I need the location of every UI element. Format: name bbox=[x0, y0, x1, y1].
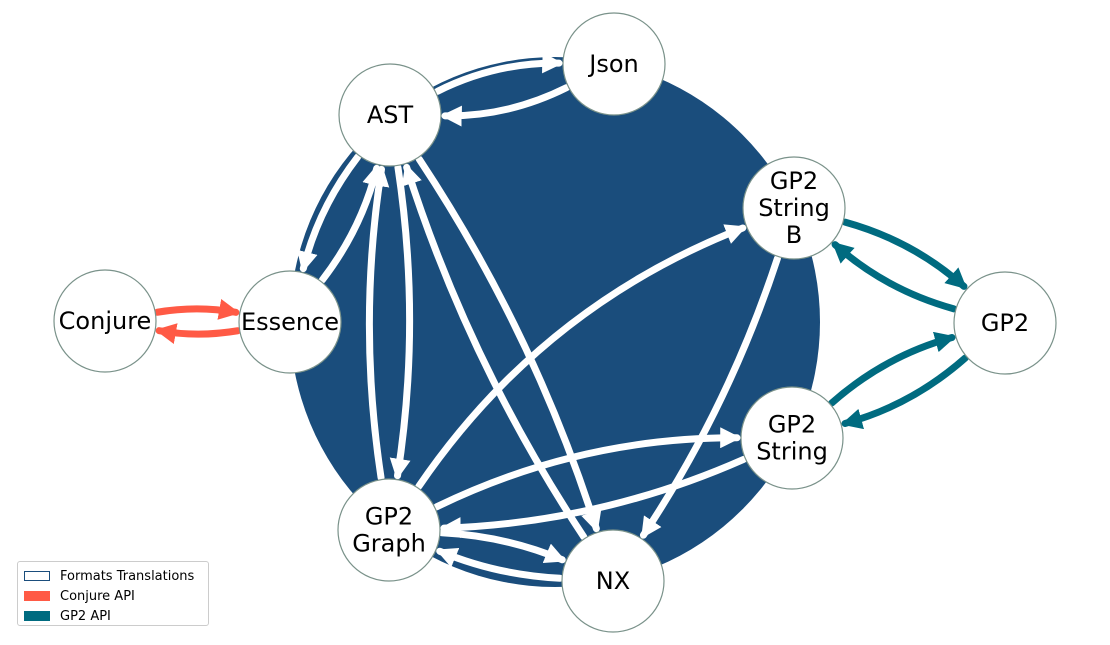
edge-ast-to-json bbox=[433, 52, 564, 95]
edges-layer bbox=[153, 52, 969, 582]
edge-gp2s-to-gp2 bbox=[828, 331, 957, 407]
node-circle-conjure bbox=[53, 269, 157, 373]
legend-label-gp2: GP2 API bbox=[60, 608, 111, 624]
node-label-gp2g-1: Graph bbox=[352, 530, 426, 558]
node-label-conjure-0: Conjure bbox=[59, 307, 152, 335]
edge-json-to-ast bbox=[440, 84, 571, 127]
edge-nx-to-gp2g bbox=[435, 547, 564, 582]
node-label-gp2-0: GP2 bbox=[981, 309, 1029, 337]
node-conjure: Conjure bbox=[53, 269, 157, 373]
node-label-gp2g-0: GP2 bbox=[365, 503, 413, 531]
node-label-nx-0: NX bbox=[596, 567, 630, 595]
edge-gp2-to-gp2sb bbox=[831, 241, 958, 313]
formats-background-disk bbox=[290, 57, 820, 587]
legend-swatch-gp2 bbox=[24, 611, 50, 621]
edge-conjure-to-essence bbox=[153, 299, 240, 320]
edge-ast-to-nx bbox=[415, 155, 602, 533]
legend-item-gp2: GP2 API bbox=[24, 606, 202, 626]
node-label-gp2s-1: String bbox=[756, 438, 828, 466]
node-circle-gp2sb bbox=[742, 156, 846, 260]
node-circle-json bbox=[562, 12, 666, 116]
legend: Formats Translations Conjure API GP2 API bbox=[17, 561, 209, 626]
node-json: Json bbox=[562, 12, 666, 116]
legend-swatch-formats bbox=[24, 571, 50, 581]
node-circle-ast bbox=[338, 63, 442, 167]
edge-gp2g-to-nx bbox=[438, 529, 567, 564]
node-essence: Essence bbox=[238, 270, 342, 374]
edge-nx-to-ast bbox=[401, 163, 588, 541]
node-nx: NX bbox=[561, 529, 665, 633]
node-label-essence-0: Essence bbox=[241, 308, 339, 336]
node-label-gp2sb-2: B bbox=[786, 221, 802, 249]
edge-ast-to-gp2g bbox=[389, 163, 414, 480]
node-label-gp2s-0: GP2 bbox=[768, 411, 816, 439]
edge-essence-to-conjure bbox=[155, 323, 242, 344]
edge-gp2g-to-gp2s bbox=[433, 427, 742, 511]
node-label-gp2sb-0: GP2 bbox=[770, 167, 818, 195]
legend-swatch-conjure bbox=[24, 591, 50, 601]
node-circle-gp2g bbox=[337, 478, 441, 582]
edge-gp2sb-to-nx bbox=[639, 254, 781, 539]
legend-label-conjure: Conjure API bbox=[60, 588, 135, 604]
legend-label-formats: Formats Translations bbox=[60, 568, 195, 584]
node-label-ast-0: AST bbox=[367, 101, 414, 129]
edge-gp2s-to-gp2g bbox=[439, 455, 748, 539]
node-gp2: GP2 bbox=[953, 271, 1057, 375]
node-circle-nx bbox=[561, 529, 665, 633]
node-ast: AST bbox=[338, 63, 442, 167]
legend-item-conjure: Conjure API bbox=[24, 586, 202, 606]
node-label-json-0: Json bbox=[587, 50, 638, 78]
edge-gp2g-to-ast bbox=[365, 165, 390, 482]
node-label-gp2sb-1: String bbox=[758, 194, 830, 222]
edge-ast-to-essence bbox=[297, 153, 362, 273]
edge-gp2g-to-gp2sb bbox=[415, 224, 747, 490]
edge-gp2sb-to-gp2 bbox=[841, 218, 968, 290]
node-circle-gp2 bbox=[953, 271, 1057, 375]
node-circle-essence bbox=[238, 270, 342, 374]
legend-item-formats: Formats Translations bbox=[24, 566, 202, 586]
edge-gp2-to-gp2s bbox=[840, 354, 969, 430]
node-circle-gp2s bbox=[740, 386, 844, 490]
